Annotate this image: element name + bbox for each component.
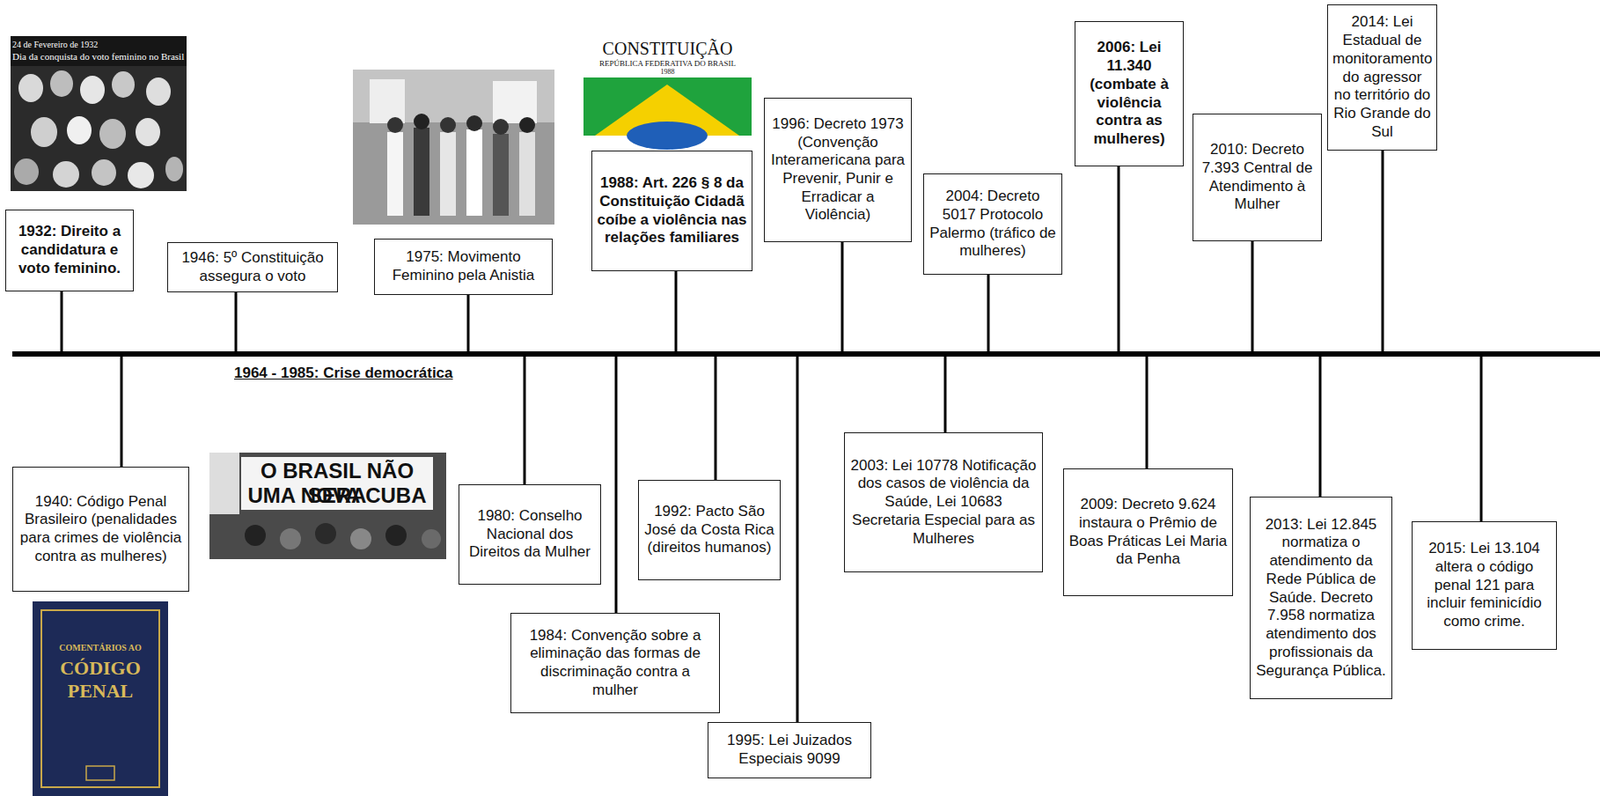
- event-box: 1946: 5º Constituição assegura o voto: [167, 242, 338, 293]
- tick-line: [714, 353, 718, 480]
- event-text: 2010: Decreto 7.393 Central de Atendimen…: [1197, 140, 1317, 214]
- tick-line: [467, 294, 470, 354]
- event-box: 1975: Movimento Feminino pela Anistia: [374, 238, 553, 295]
- event-box: 2004: Decreto 5017 Protocolo Palermo (tr…: [923, 173, 1063, 275]
- event-text: 2006: Lei 11.340 (combate à violência co…: [1079, 38, 1179, 148]
- tick-line: [1480, 353, 1483, 522]
- event-text: 1975: Movimento Feminino pela Anistia: [379, 248, 548, 285]
- event-box: 1988: Art. 226 § 8 da Constituição Cidad…: [591, 150, 753, 272]
- tick-line: [796, 353, 800, 722]
- event-box: 1940: Código Penal Brasileiro (penalidad…: [12, 466, 190, 592]
- tick-line: [987, 274, 991, 354]
- tick-line: [841, 242, 845, 354]
- banner-text: UMA NOVA CUBA: [241, 483, 434, 508]
- cover-subtitle: REPÚBLICA FEDERATIVA DO BRASIL: [583, 58, 752, 68]
- event-text: 2015: Lei 13.104 altera o código penal 1…: [1416, 539, 1552, 632]
- tick-line: [1117, 166, 1121, 354]
- tick-line: [675, 271, 678, 354]
- tick-line: [234, 292, 238, 354]
- book-title: CÓDIGO: [41, 656, 160, 680]
- event-box: 2010: Decreto 7.393 Central de Atendimen…: [1192, 113, 1322, 242]
- timeline-axis: [12, 351, 1600, 357]
- event-box: 1995: Lei Juizados Especiais 9099: [707, 721, 872, 778]
- march-photo: [352, 69, 555, 225]
- event-text: 1946: 5º Constituição assegura o voto: [172, 249, 333, 286]
- tick-line: [1381, 150, 1385, 354]
- event-text: 2004: Decreto 5017 Protocolo Palermo (tr…: [928, 187, 1057, 261]
- tick-line: [120, 353, 124, 467]
- period-label: 1964 - 1985: Crise democrática: [234, 364, 454, 382]
- event-text: 1980: Conselho Nacional dos Direitos da …: [463, 506, 596, 562]
- event-box: 1932: Direito a candidatura e voto femin…: [5, 209, 134, 292]
- event-text: 2014: Lei Estadual de monitoramento do a…: [1332, 13, 1432, 141]
- protest-photo: [209, 452, 447, 559]
- constitution-cover: [583, 77, 752, 150]
- tick-line: [1145, 353, 1149, 469]
- tick-line: [1251, 241, 1255, 354]
- tick-line: [615, 353, 618, 613]
- event-box: 1992: Pacto São José da Costa Rica (dire…: [638, 479, 781, 580]
- event-box: 2009: Decreto 9.624 instaura o Prêmio de…: [1063, 468, 1234, 596]
- book-title: PENAL: [41, 679, 160, 703]
- event-text: 1988: Art. 226 § 8 da Constituição Cidad…: [596, 174, 748, 248]
- cover-title: CONSTITUIÇÃO: [583, 38, 752, 59]
- event-box: 2015: Lei 13.104 altera o código penal 1…: [1411, 521, 1557, 650]
- event-text: 2009: Decreto 9.624 instaura o Prêmio de…: [1068, 495, 1228, 569]
- tick-line: [944, 353, 947, 433]
- book-title: COMENTÁRIOS AO: [41, 642, 160, 653]
- event-box: 2003: Lei 10778 Notificação dos casos de…: [844, 432, 1043, 573]
- event-box: 2006: Lei 11.340 (combate à violência co…: [1074, 21, 1184, 167]
- photo-caption: Dia da conquista do voto feminino no Bra…: [12, 51, 185, 62]
- event-text: 1940: Código Penal Brasileiro (penalidad…: [17, 492, 184, 566]
- event-box: 1996: Decreto 1973 (Convenção Interameri…: [763, 97, 912, 243]
- event-text: 1984: Convenção sobre a eliminação das f…: [515, 626, 715, 700]
- event-text: 1996: Decreto 1973 (Convenção Interameri…: [769, 115, 907, 225]
- tick-line: [523, 353, 527, 485]
- event-box: 2014: Lei Estadual de monitoramento do a…: [1327, 4, 1438, 151]
- cover-year: 1988: [583, 67, 752, 76]
- event-text: 1995: Lei Juizados Especiais 9099: [712, 731, 867, 768]
- suffrage-photo: [10, 36, 187, 191]
- event-box: 1980: Conselho Nacional dos Direitos da …: [458, 484, 602, 585]
- photo-caption: 24 de Fevereiro de 1932: [12, 39, 185, 50]
- event-text: 2013: Lei 12.845 normatiza o atendimento…: [1255, 515, 1388, 681]
- tick-line: [1319, 353, 1322, 497]
- event-text: 1992: Pacto São José da Costa Rica (dire…: [643, 502, 776, 558]
- event-box: 1984: Convenção sobre a eliminação das f…: [510, 612, 720, 713]
- event-box: 2013: Lei 12.845 normatiza o atendimento…: [1249, 496, 1393, 699]
- event-text: 2003: Lei 10778 Notificação dos casos de…: [849, 456, 1038, 549]
- tick-line: [60, 291, 64, 354]
- penal-code-book: [32, 601, 169, 796]
- event-text: 1932: Direito a candidatura e voto femin…: [10, 222, 129, 278]
